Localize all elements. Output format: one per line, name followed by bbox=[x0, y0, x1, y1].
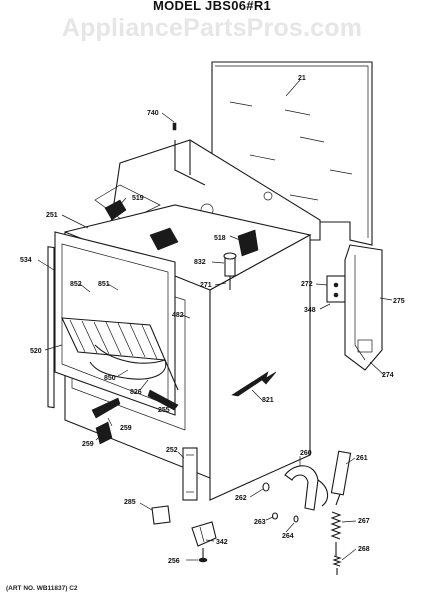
label-852: 852 bbox=[70, 281, 82, 288]
clip-285 bbox=[151, 505, 171, 525]
label-259b: 259 bbox=[82, 441, 94, 448]
label-832: 832 bbox=[194, 259, 206, 266]
label-520: 520 bbox=[30, 348, 42, 355]
part-labels: 740 21 519 251 534 518 832 271 272 275 3… bbox=[20, 75, 405, 565]
leader-lines bbox=[37, 79, 393, 561]
hinge-spring-267 bbox=[330, 511, 342, 556]
side-cover-275 bbox=[344, 244, 383, 371]
washer-262 bbox=[262, 482, 270, 492]
oven-door-frame bbox=[47, 231, 176, 416]
label-267: 267 bbox=[358, 518, 370, 525]
label-262: 262 bbox=[235, 495, 247, 502]
bracket-519 bbox=[104, 199, 127, 221]
pin-264 bbox=[293, 515, 299, 523]
label-348: 348 bbox=[304, 307, 316, 314]
screw-268 bbox=[332, 555, 342, 575]
label-821: 821 bbox=[262, 397, 274, 404]
model-title: MODEL JBS06#R1 bbox=[152, 0, 272, 13]
label-740: 740 bbox=[147, 110, 159, 117]
label-271: 271 bbox=[200, 282, 212, 289]
label-272: 272 bbox=[301, 281, 313, 288]
label-851: 851 bbox=[98, 281, 110, 288]
label-274: 274 bbox=[382, 372, 394, 379]
bracket-342 bbox=[191, 521, 217, 547]
side-panel-right bbox=[209, 234, 311, 501]
hinge-lower-259 bbox=[91, 389, 179, 445]
label-850: 850 bbox=[104, 375, 116, 382]
label-268: 268 bbox=[358, 546, 370, 553]
label-342: 342 bbox=[216, 539, 228, 546]
label-264: 264 bbox=[282, 533, 294, 540]
label-251: 251 bbox=[46, 212, 58, 219]
art-number: (ART NO. WB11837) C2 bbox=[6, 585, 78, 592]
label-826: 826 bbox=[130, 389, 142, 396]
label-252: 252 bbox=[166, 447, 178, 454]
terminal-block-272 bbox=[326, 275, 346, 303]
label-256: 256 bbox=[168, 558, 180, 565]
label-482: 482 bbox=[172, 312, 184, 319]
label-255: 255 bbox=[158, 407, 170, 414]
label-285: 285 bbox=[124, 499, 136, 506]
hinge-receiver-252 bbox=[182, 447, 198, 501]
label-259a: 259 bbox=[120, 425, 132, 432]
screw-740 bbox=[172, 122, 177, 131]
label-275: 275 bbox=[393, 298, 405, 305]
bracket-518 bbox=[237, 229, 259, 257]
bake-element-850 bbox=[89, 344, 179, 391]
label-518: 518 bbox=[214, 235, 226, 242]
sensor-832 bbox=[223, 252, 237, 290]
hinge-261 bbox=[330, 450, 352, 506]
screw-256 bbox=[198, 548, 208, 563]
label-21: 21 bbox=[298, 75, 306, 82]
label-519: 519 bbox=[132, 195, 144, 202]
label-534: 534 bbox=[20, 257, 32, 264]
label-261: 261 bbox=[356, 455, 368, 462]
watermark-text: AppliancePartsPros.com bbox=[61, 14, 363, 42]
pin-263 bbox=[271, 512, 279, 520]
label-263: 263 bbox=[254, 519, 266, 526]
bracket-top-center bbox=[149, 227, 179, 251]
label-260: 260 bbox=[300, 450, 312, 457]
hinge-arm-260 bbox=[284, 465, 329, 511]
